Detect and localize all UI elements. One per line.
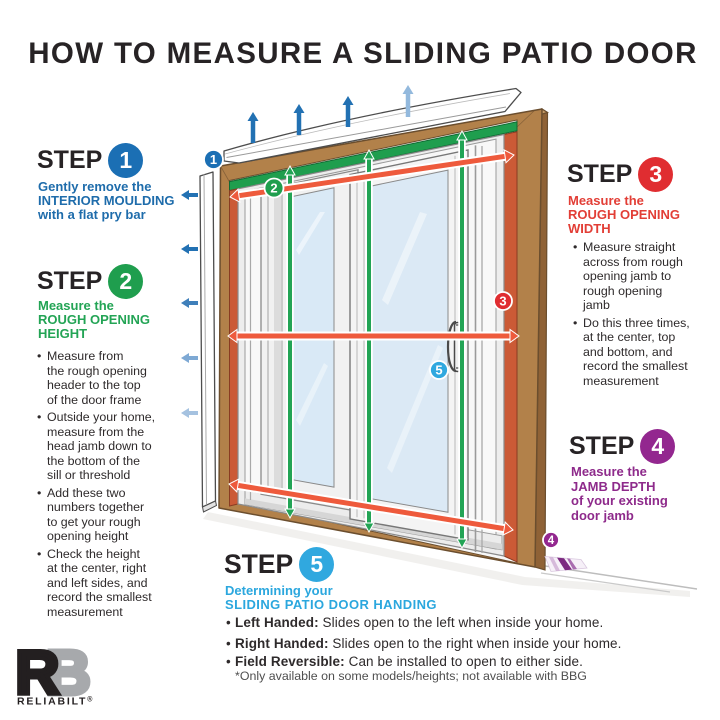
svg-text:2: 2 [270,181,277,196]
svg-text:RELIABILT®: RELIABILT® [17,696,94,708]
svg-text:1: 1 [210,152,217,167]
svg-text:R: R [15,640,60,708]
svg-text:5: 5 [435,363,442,378]
svg-text:3: 3 [499,294,506,309]
svg-text:B: B [46,640,91,708]
svg-text:4: 4 [548,535,555,547]
